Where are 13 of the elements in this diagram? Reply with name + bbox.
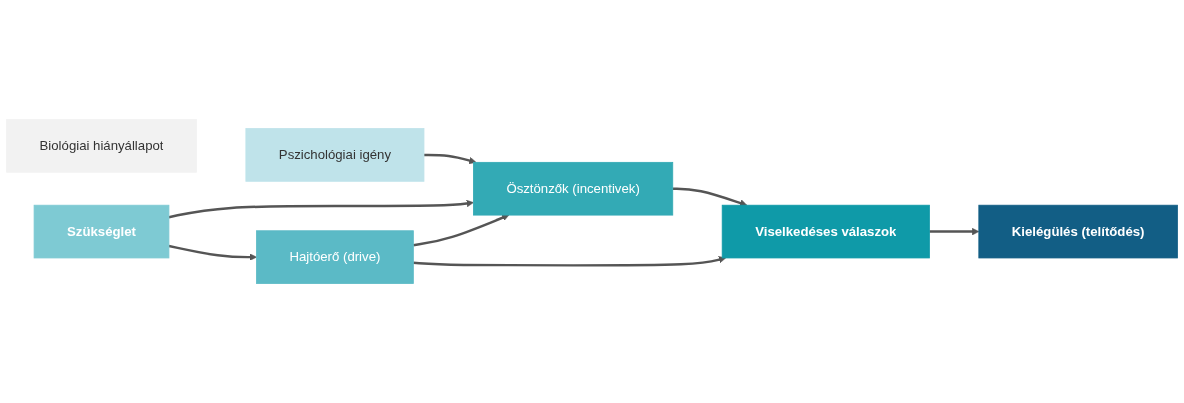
arrow [672,187,748,207]
node-box: Hajtóerő (drive) [256,230,414,284]
arrow [413,256,726,267]
arrow [168,244,257,261]
arrow [929,227,980,236]
node-box: Viselkedéses válaszok [721,204,930,259]
node-box: Szükséglet [33,204,170,259]
arrow [423,153,477,165]
node-box: Ösztönzők (incentivek) [473,161,674,216]
arrow [413,214,510,247]
node-box: Kielégülés (telítődés) [978,204,1178,259]
arrow [168,199,474,219]
node-box: Pszichológiai igény [245,128,425,182]
